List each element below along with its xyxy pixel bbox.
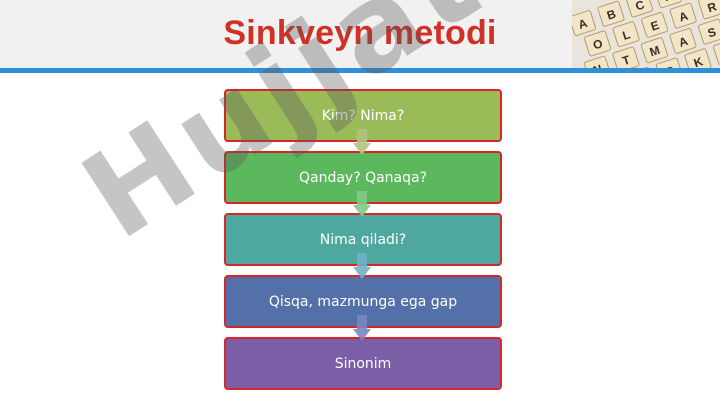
- step-1-label: Kim? Nima?: [321, 107, 405, 124]
- letter-tile-glyph: C: [663, 63, 676, 68]
- letter-tile: [640, 37, 668, 64]
- letter-tile-glyph: O: [591, 36, 604, 52]
- arrow-down-icon: [353, 129, 371, 155]
- letter-tile-glyph: S: [706, 25, 718, 41]
- letter-tile: [626, 0, 654, 18]
- letter-tile: [612, 46, 640, 68]
- letter-tile: [612, 21, 640, 48]
- letter-tile-glyph: R: [706, 0, 719, 15]
- letter-tile-glyph: L: [621, 27, 632, 43]
- letter-tile-glyph: N: [591, 62, 604, 68]
- letter-tile: [654, 0, 682, 9]
- letter-tile-glyph: M: [648, 43, 662, 59]
- letter-tile: [684, 48, 712, 68]
- letter-tile: [669, 28, 697, 54]
- letter-tile: [698, 0, 720, 20]
- step-4-label: Qisqa, mazmunga ega gap: [268, 293, 458, 310]
- letter-tile-glyph: T: [621, 52, 633, 68]
- letter-tile: [669, 2, 697, 29]
- header-accent-rule: [0, 68, 720, 73]
- letter-tile: [584, 30, 612, 57]
- letter-tile-glyph: C: [634, 0, 647, 13]
- letter-tile: [572, 10, 597, 36]
- letter-tile: [583, 55, 611, 68]
- letter-tile: [697, 18, 720, 45]
- letter-tile-glyph: K: [662, 0, 675, 4]
- arrow-down-icon: [353, 191, 371, 217]
- letter-tile-glyph: E: [649, 18, 661, 34]
- step-4-box: Qisqa, mazmunga ega gap: [224, 275, 502, 328]
- step-2-label: Qanday? Qanaqa?: [298, 169, 428, 186]
- letter-tile: [641, 12, 669, 38]
- step-5-box: Sinonim: [224, 337, 502, 390]
- step-5-label: Sinonim: [334, 355, 392, 372]
- letter-tile: [655, 57, 683, 68]
- arrow-down-icon: [353, 315, 371, 341]
- letter-tile: [597, 0, 625, 27]
- arrow-down-icon: [353, 253, 371, 279]
- slide-title: Sinkveyn metodi: [223, 14, 497, 52]
- step-3-label: Nima qiladi?: [319, 231, 407, 248]
- letter-tiles-image: ABCKHOLEARNTMASABCKH: [572, 0, 720, 68]
